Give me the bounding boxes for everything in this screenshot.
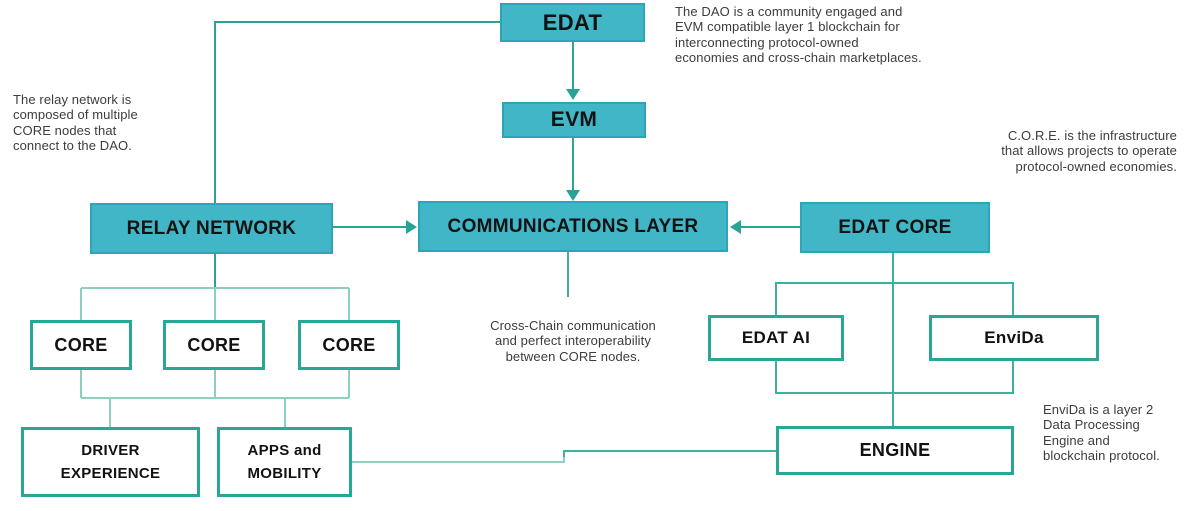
arrowhead-evm-to-comm [566,190,580,201]
annotation-dao: The DAO is a community engaged and EVM c… [675,4,922,65]
node-edat-ai: EDAT AI [708,315,844,361]
connector-apps-to-engine-left [352,456,565,463]
arrowhead-relay-to-comm [406,220,417,234]
node-engine: ENGINE [776,426,1014,475]
arrowhead-edat-to-evm [566,89,580,100]
annotation-core: C.O.R.E. is the infrastructure that allo… [1001,128,1177,174]
node-core-3: CORE [298,320,400,370]
node-relay-network: RELAY NETWORK [90,203,333,254]
node-edat: EDAT [500,3,645,42]
connector-apps-to-engine-right [563,450,776,457]
annotation-cross-chain: Cross-Chain communication and perfect in… [490,318,656,364]
node-evm: EVM [502,102,646,138]
node-edat-core: EDAT CORE [800,202,990,253]
annotation-relay-network: The relay network is composed of multipl… [13,92,138,153]
annotation-envida: EnviDa is a layer 2 Data Processing Engi… [1043,402,1160,463]
node-driver-experience: DRIVER EXPERIENCE [21,427,200,497]
connector-relay-to-edat [214,21,500,203]
node-apps-and-mobility: APPS and MOBILITY [217,427,352,497]
node-core-1: CORE [30,320,132,370]
node-communications-layer: COMMUNICATIONS LAYER [418,201,728,252]
arrowhead-edatcore-to-comm [730,220,741,234]
node-core-2: CORE [163,320,265,370]
node-envida: EnviDa [929,315,1099,361]
